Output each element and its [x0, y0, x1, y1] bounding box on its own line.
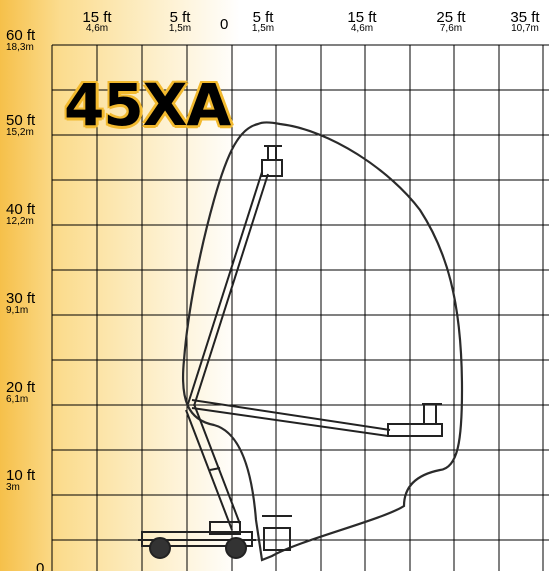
- y-axis-feet: 50 ft: [6, 112, 36, 129]
- model-title: 45XA: [64, 71, 231, 139]
- y-axis-meters: 15,2m: [6, 127, 34, 138]
- x-axis-feet: 35 ft: [510, 9, 540, 26]
- y-axis-feet: 0: [36, 560, 45, 571]
- x-axis-feet: 5 ft: [252, 9, 274, 26]
- boom-high: [187, 171, 269, 407]
- x-axis-meters: 10,7m: [511, 23, 539, 34]
- platform-reach: [387, 403, 443, 437]
- x-axis-meters: 4,6m: [350, 23, 374, 34]
- y-axis-meters: 18,3m: [6, 42, 34, 53]
- x-axis-feet: 15 ft: [347, 9, 377, 26]
- grid-lines: [51, 44, 549, 571]
- y-axis-feet: 20 ft: [6, 379, 36, 396]
- x-axis-feet: 15 ft: [82, 9, 112, 26]
- y-axis-feet: 30 ft: [6, 290, 36, 307]
- x-axis-meters: 7,6m: [439, 23, 463, 34]
- y-axis-meters: 6,1m: [6, 394, 29, 405]
- machine-base: [138, 521, 256, 559]
- y-axis-meters: 9,1m: [6, 305, 29, 316]
- x-axis-meters: 1,5m: [168, 23, 192, 34]
- platform-stowed: [262, 515, 292, 551]
- x-axis-feet: 5 ft: [169, 9, 191, 26]
- x-axis-feet: 25 ft: [436, 9, 466, 26]
- x-axis-label: 0: [220, 16, 229, 33]
- x-axis-meters: 4,6m: [85, 23, 109, 34]
- riser-arm: [185, 403, 241, 531]
- y-axis-meters: 12,2m: [6, 216, 34, 227]
- x-axis-meters: 1,5m: [251, 23, 275, 34]
- y-axis-feet: 10 ft: [6, 467, 36, 484]
- y-axis-label: 0: [36, 561, 44, 571]
- platform-high: [261, 145, 283, 177]
- y-axis-feet: 60 ft: [6, 27, 36, 44]
- y-axis-feet: 40 ft: [6, 201, 36, 218]
- working-envelope: [181, 121, 464, 562]
- boom-horizontal: [191, 399, 391, 437]
- y-axis-meters: 3m: [6, 482, 20, 493]
